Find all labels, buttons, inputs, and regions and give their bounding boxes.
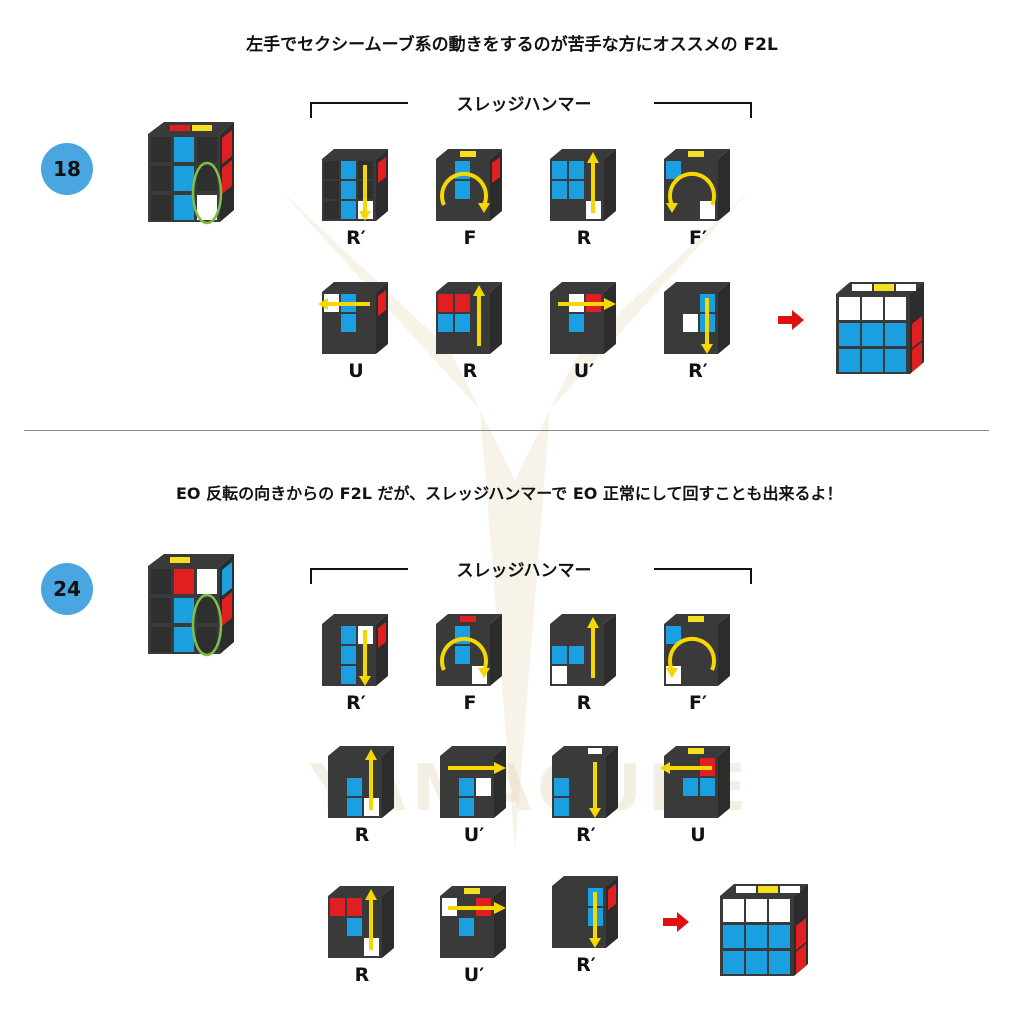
move-notation: R′ xyxy=(346,227,366,249)
move-notation: F xyxy=(463,692,477,714)
move-cube xyxy=(436,149,502,221)
move-cube xyxy=(322,614,388,686)
move-notation: U xyxy=(348,360,364,382)
move-cube xyxy=(550,149,616,221)
move-notation: R′ xyxy=(688,360,708,382)
move-cube xyxy=(552,876,618,948)
move-cube xyxy=(328,746,394,818)
move-cube xyxy=(440,746,506,818)
sequence-name: スレッジハンマー xyxy=(456,561,592,581)
move-notation: F′ xyxy=(689,227,707,249)
move-step: R′ xyxy=(658,280,738,392)
move-notation: R′ xyxy=(576,954,596,976)
section-divider xyxy=(24,430,989,431)
section-subtitle: EO 反転の向きからの F2L だが、スレッジハンマーで EO 正常にして回すこ… xyxy=(176,484,843,503)
move-step: U′ xyxy=(434,884,514,996)
move-notation: R xyxy=(462,360,478,382)
move-cube xyxy=(664,282,730,354)
move-step: R xyxy=(544,147,624,259)
bracket-left xyxy=(310,568,408,584)
move-step: U′ xyxy=(544,280,624,392)
move-notation: R′ xyxy=(576,824,596,846)
move-step: U′ xyxy=(434,744,514,856)
bracket-right xyxy=(654,102,752,118)
move-notation: U′ xyxy=(463,964,485,986)
move-notation: F xyxy=(463,227,477,249)
move-step: R xyxy=(544,612,624,724)
move-cube xyxy=(664,149,730,221)
move-step: U xyxy=(316,280,396,392)
sequence-name: スレッジハンマー xyxy=(456,95,592,115)
case-start-cube xyxy=(148,554,234,657)
move-notation: R xyxy=(354,964,370,986)
move-cube xyxy=(328,886,394,958)
result-arrow-icon xyxy=(663,912,689,932)
move-step: R xyxy=(322,884,402,996)
move-cube xyxy=(322,149,388,221)
case-number-badge: 18 xyxy=(41,143,93,195)
move-cube xyxy=(550,282,616,354)
move-step: R xyxy=(430,280,510,392)
move-notation: R xyxy=(576,692,592,714)
move-notation: R xyxy=(354,824,370,846)
move-notation: R′ xyxy=(346,692,366,714)
move-cube xyxy=(436,614,502,686)
move-step: R′ xyxy=(316,147,396,259)
move-cube xyxy=(440,886,506,958)
move-step: R′ xyxy=(546,744,626,856)
move-step: F′ xyxy=(658,612,738,724)
move-notation: U xyxy=(690,824,706,846)
result-arrow-icon xyxy=(778,310,804,330)
bracket-right xyxy=(654,568,752,584)
move-cube xyxy=(552,746,618,818)
move-cube xyxy=(660,746,730,818)
move-notation: U′ xyxy=(463,824,485,846)
move-step: R′ xyxy=(546,874,626,986)
move-step: F′ xyxy=(658,147,738,259)
move-notation: F′ xyxy=(689,692,707,714)
move-step: U xyxy=(658,744,738,856)
move-step: R xyxy=(322,744,402,856)
move-notation: R xyxy=(576,227,592,249)
move-cube xyxy=(436,282,502,354)
case-solved-cube xyxy=(720,884,808,976)
move-notation: U′ xyxy=(573,360,595,382)
page-title: 左手でセクシームーブ系の動きをするのが苦手な方にオススメの F2L xyxy=(246,35,778,55)
move-step: F xyxy=(430,612,510,724)
case-solved-cube xyxy=(836,282,924,374)
move-cube xyxy=(318,282,388,354)
move-step: R′ xyxy=(316,612,396,724)
case-number-badge: 24 xyxy=(41,563,93,615)
bracket-left xyxy=(310,102,408,118)
move-step: F xyxy=(430,147,510,259)
case-start-cube xyxy=(148,122,234,225)
move-cube xyxy=(664,614,730,686)
move-cube xyxy=(550,614,616,686)
